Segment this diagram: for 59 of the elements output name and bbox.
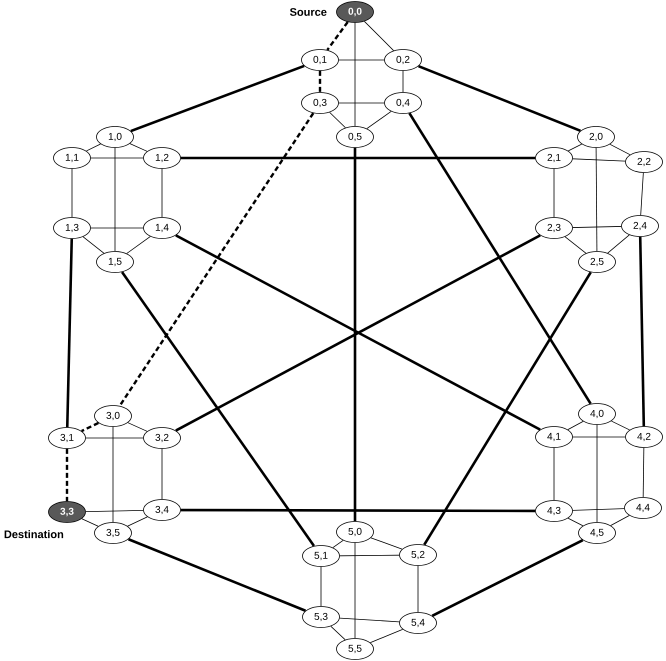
- graph-edge: [128, 538, 306, 612]
- graph-edge: [370, 628, 404, 644]
- graph-edge: [86, 144, 101, 152]
- graph-edge: [370, 537, 402, 550]
- graph-edge: [114, 148, 116, 252]
- graph-edge: [180, 508, 536, 512]
- graph-edge: [640, 172, 644, 216]
- graph-edge: [332, 540, 344, 548]
- graph-edge: [596, 424, 598, 522]
- graph-edge: [567, 421, 584, 430]
- graph-edge: [339, 618, 400, 622]
- graph-edge: [326, 21, 349, 51]
- graph-edge: [128, 422, 148, 432]
- graph-edge: [81, 518, 99, 527]
- graph-edge: [66, 448, 68, 502]
- graph-edge: [130, 64, 305, 132]
- graph-edge: [568, 144, 582, 152]
- node-caption: Source: [290, 8, 327, 16]
- graph-edge: [638, 236, 646, 426]
- graph-edge: [127, 516, 148, 527]
- graph-edge: [330, 626, 346, 640]
- graph-edge: [86, 510, 144, 512]
- graph-edge: [642, 448, 644, 498]
- graph-edge: [354, 22, 356, 126]
- graph-edge: [82, 236, 104, 254]
- graph-edge: [572, 158, 626, 162]
- graph-edge: [364, 21, 394, 51]
- graph-edge: [568, 518, 584, 526]
- graph-edge: [596, 148, 598, 252]
- graph-edge: [329, 112, 346, 128]
- graph-edge: [338, 102, 384, 104]
- graph-edge: [112, 426, 114, 522]
- graph-edge: [320, 566, 322, 606]
- graph-edge: [121, 271, 315, 547]
- graph-edge: [423, 272, 592, 546]
- graph-edge: [66, 238, 74, 428]
- graph-edge: [130, 143, 148, 152]
- graph-edge: [354, 148, 356, 522]
- graph-edge: [118, 112, 314, 406]
- graph-edge: [572, 508, 625, 511]
- graph-edge: [180, 156, 536, 160]
- graph-edge: [610, 144, 630, 156]
- graph-edge: [607, 234, 630, 254]
- graph-edge: [610, 515, 630, 526]
- graph-edge: [318, 70, 322, 92]
- graph-edge: [572, 436, 626, 438]
- graph-edge: [408, 112, 592, 404]
- graph-edge: [611, 420, 630, 430]
- graph-edge: [340, 554, 400, 556]
- graph-edge: [432, 539, 584, 617]
- graph-edge: [564, 236, 586, 254]
- node-caption: Destination: [4, 530, 64, 538]
- graph-edge: [402, 70, 404, 92]
- graph-edge: [81, 422, 99, 432]
- graph-edge: [572, 226, 622, 228]
- graph-edge: [354, 542, 356, 638]
- graph-edge: [366, 111, 392, 129]
- graph-edge: [126, 236, 151, 254]
- graph-edge: [418, 64, 581, 132]
